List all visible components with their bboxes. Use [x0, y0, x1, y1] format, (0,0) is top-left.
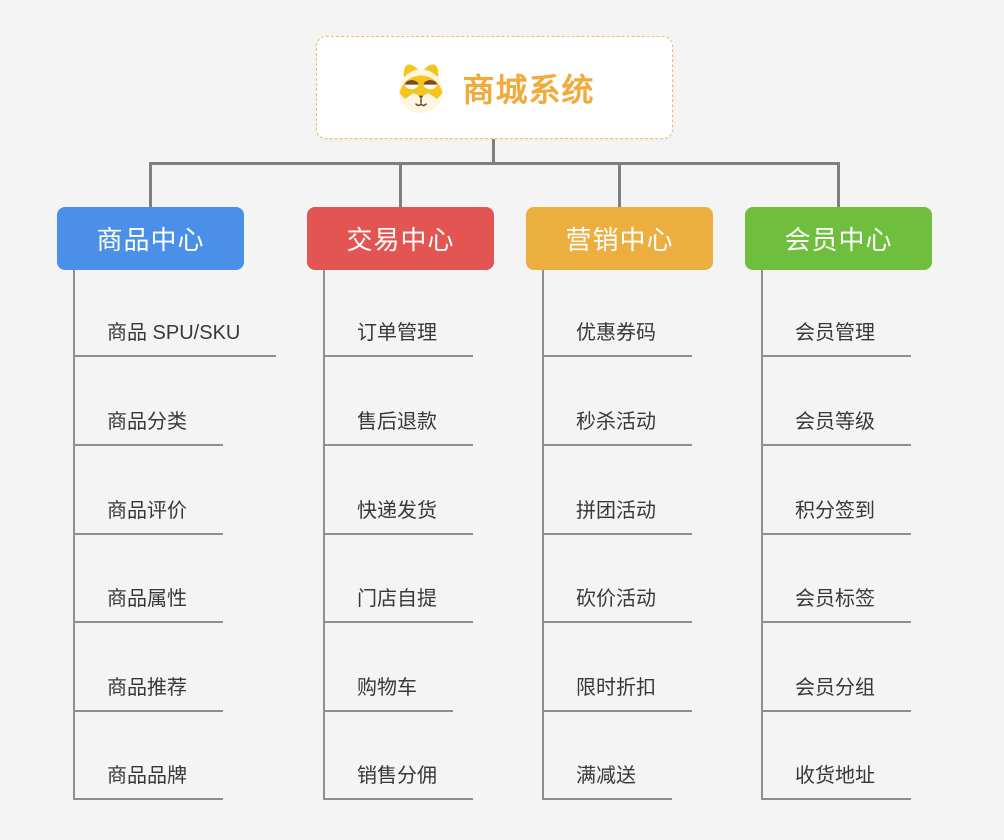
root-title: 商城系统	[462, 71, 595, 108]
branch-item[interactable]: 购物车	[323, 673, 453, 712]
branch-item[interactable]: 砍价活动	[542, 584, 692, 623]
branch-item[interactable]: 商品分类	[73, 407, 223, 446]
branch-item[interactable]: 秒杀活动	[542, 407, 692, 446]
branch-item[interactable]: 拼团活动	[542, 496, 692, 535]
connector-root-stub	[492, 139, 495, 165]
branch-products: 商品中心 商品 SPU/SKU 商品分类 商品评价 商品属性 商品推荐 商品品牌	[57, 207, 277, 800]
branch-item[interactable]: 商品属性	[73, 584, 223, 623]
connector-drop-members	[837, 162, 840, 207]
branch-trade: 交易中心 订单管理 售后退款 快递发货 门店自提 购物车 销售分佣	[307, 207, 494, 800]
branch-item[interactable]: 订单管理	[323, 318, 473, 357]
branch-item[interactable]: 门店自提	[323, 584, 473, 623]
branch-item[interactable]: 收货地址	[761, 761, 911, 800]
branch-item[interactable]: 会员等级	[761, 407, 911, 446]
branch-marketing: 营销中心 优惠券码 秒杀活动 拼团活动 砍价活动 限时折扣 满减送	[526, 207, 713, 800]
connector-drop-trade	[399, 162, 402, 207]
branch-item[interactable]: 会员标签	[761, 584, 911, 623]
branch-item[interactable]: 商品评价	[73, 496, 223, 535]
branch-item[interactable]: 商品品牌	[73, 761, 223, 800]
branch-header-marketing[interactable]: 营销中心	[526, 207, 713, 270]
connector-horizontal-bar	[149, 162, 840, 165]
branch-header-members[interactable]: 会员中心	[745, 207, 932, 270]
branch-trunk-line	[761, 270, 763, 800]
branch-trunk-line	[323, 270, 325, 800]
branch-item[interactable]: 优惠券码	[542, 318, 692, 357]
branch-trunk-line	[542, 270, 544, 800]
branch-item[interactable]: 限时折扣	[542, 673, 692, 712]
connector-drop-products	[149, 162, 152, 207]
branch-header-trade[interactable]: 交易中心	[307, 207, 494, 270]
branch-item[interactable]: 满减送	[542, 761, 672, 800]
branch-item[interactable]: 商品推荐	[73, 673, 223, 712]
branch-trunk-line	[73, 270, 75, 800]
branch-item[interactable]: 商品 SPU/SKU	[73, 318, 277, 357]
branch-item[interactable]: 会员管理	[761, 318, 911, 357]
branch-item[interactable]: 销售分佣	[323, 761, 473, 800]
branch-item[interactable]: 会员分组	[761, 673, 911, 712]
branch-item[interactable]: 售后退款	[323, 407, 473, 446]
branch-members: 会员中心 会员管理 会员等级 积分签到 会员标签 会员分组 收货地址	[745, 207, 932, 800]
branch-item[interactable]: 积分签到	[761, 496, 911, 535]
dog-face-icon	[399, 63, 444, 113]
root-node[interactable]: 商城系统	[316, 36, 673, 139]
branch-header-products[interactable]: 商品中心	[57, 207, 244, 270]
branch-item[interactable]: 快递发货	[323, 496, 473, 535]
connector-drop-marketing	[618, 162, 621, 207]
